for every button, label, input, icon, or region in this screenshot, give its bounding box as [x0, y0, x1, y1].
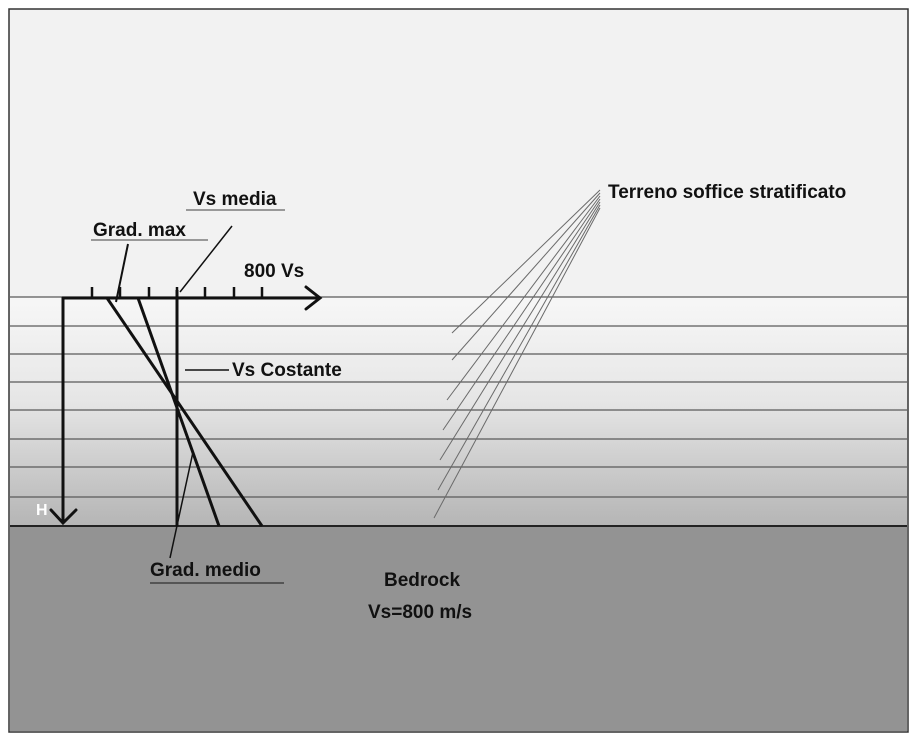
velocity-axis: [61, 285, 323, 311]
bedrock-vs-label: Vs=800 m/s: [368, 602, 472, 623]
grad-max-line: [105, 297, 264, 527]
grad-medio-leader: [169, 451, 194, 559]
depth-axis: [49, 296, 78, 526]
soft-soil-layers: [10, 297, 907, 526]
bedrock-area: [10, 526, 907, 731]
vs-media-label: Vs media: [193, 189, 277, 210]
grad-max-label: Grad. max: [93, 220, 186, 241]
soft-soil-leader-lines: [433, 189, 601, 519]
depth-axis-label: H: [36, 502, 48, 519]
bedrock-title: Bedrock: [384, 570, 460, 591]
soft-soil-label: Terreno soffice stratificato: [608, 182, 846, 203]
vs-media-leader: [179, 225, 233, 293]
vs-costante-label: Vs Costante: [232, 360, 342, 381]
grad-medio-line: [136, 297, 221, 527]
axis-value-label: 800 Vs: [244, 261, 304, 282]
grad-medio-label: Grad. medio: [150, 560, 261, 581]
grad-max-leader: [115, 243, 129, 303]
